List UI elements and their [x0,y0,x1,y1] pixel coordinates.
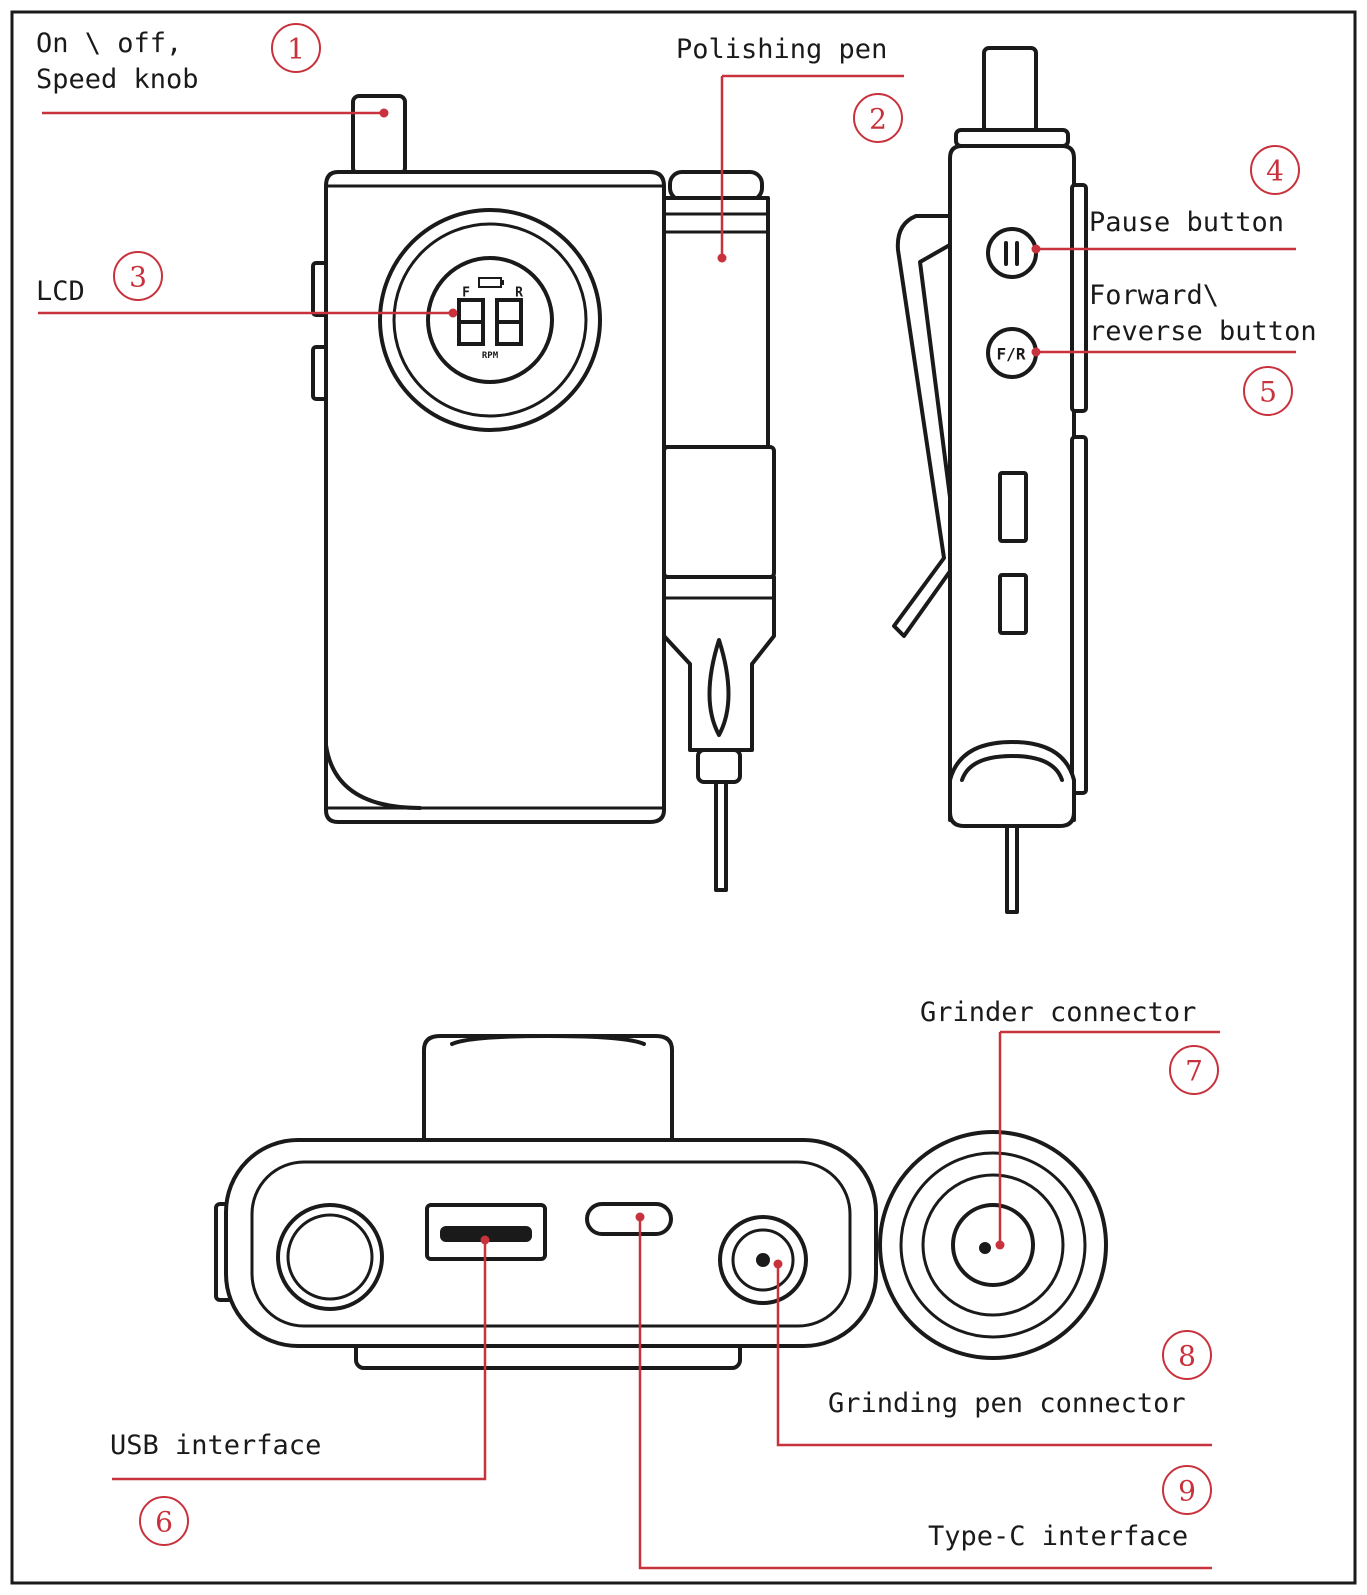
callout-8-number: 8 [1178,1340,1196,1373]
lcd-forward-indicator: F [462,286,470,301]
polishing-pen [662,170,776,892]
pen-nose [662,575,776,752]
callout-9-dot [635,1212,645,1222]
side-bit [1005,824,1019,914]
callout-1-label-line-1: On \ off, [36,28,182,59]
callout-7-label: Grinder connector [920,997,1196,1028]
callout-4-dot [1031,244,1041,254]
callout-3-marker [113,251,163,301]
callout-3-number: 3 [129,261,147,294]
side-knob-collar [954,128,1070,148]
callout-9: 9 Type-C interface [635,1212,1212,1570]
callout-8: 8 Grinding pen connector [773,1259,1212,1447]
lcd-digits [457,298,523,346]
callout-3-label: LCD [36,276,85,307]
vent-upper [998,471,1028,543]
callout-7-marker [1169,1045,1219,1095]
pen-upper-body [662,196,770,449]
grinder-connector-core [951,1203,1035,1287]
callout-2-dot [717,253,727,263]
body-lower-contour [324,743,422,810]
pause-button-icon [986,227,1038,279]
lcd-screen [426,256,554,384]
callout-5-label-line-2: reverse button [1089,316,1317,347]
callout-1-marker [271,23,321,73]
callout-1: On \ off, Speed knob 1 [36,23,389,118]
callout-6-leader [112,1240,487,1481]
pen-collet [696,748,742,784]
speed-knob [351,94,407,176]
callout-5-marker [1243,366,1293,416]
front-view: F R RPM [311,94,666,824]
callout-4: 4 Pause button [1031,145,1300,254]
callout-5-number: 5 [1259,376,1277,409]
pen-window [707,638,731,737]
usb-port-tongue [440,1226,532,1242]
bottom-panel-inner [250,1160,852,1328]
callout-4-marker [1250,145,1300,195]
callout-3-dot [448,308,458,318]
pen-cap [668,170,764,202]
direction-button-text: F/R [997,345,1026,364]
callout-9-number: 9 [1178,1475,1196,1508]
callout-9-leader [638,1217,1212,1570]
callout-8-dot [773,1259,783,1269]
side-foot-contour [960,754,1064,782]
bottom-view [214,1034,1108,1370]
grinding-pen-connector-pin [756,1253,770,1267]
grinder-connector-ring-1 [899,1151,1087,1339]
grinder-connector-pin [979,1242,991,1254]
callout-2: Polishing pen 2 [676,34,904,263]
callout-9-label: Type-C interface [928,1521,1188,1552]
callout-2-number: 2 [869,103,887,136]
callout-6-dot [480,1235,490,1245]
bottom-round-button-inner [286,1213,374,1301]
pen-bit [714,780,728,892]
callout-5-dot [1031,347,1041,357]
callout-1-label-line-2: Speed knob [36,64,199,95]
callout-8-marker [1162,1330,1212,1380]
callout-7: Grinder connector 7 [920,997,1220,1250]
lcd-reverse-indicator: R [515,286,523,301]
callout-6-marker [139,1496,189,1546]
callout-7-number: 7 [1185,1055,1203,1088]
callout-6-label: USB interface [110,1430,321,1461]
side-knob [982,46,1038,134]
lcd-bezel-ring [392,222,588,418]
callout-9-marker [1162,1465,1212,1515]
side-rail-bottom [1070,435,1088,795]
callout-7-dot [995,1240,1005,1250]
clip-housing-top [422,1034,674,1142]
callout-1-dot [379,108,389,118]
vent-lower [998,573,1028,635]
callout-3: LCD 3 [36,251,458,318]
grinder-connector-ring-2 [921,1173,1065,1317]
callout-5: Forward\ reverse button 5 [1031,280,1317,416]
type-c-port [585,1202,673,1236]
callout-6-number: 6 [155,1506,173,1539]
bottom-round-button-outer [276,1203,384,1311]
pen-grip [662,445,776,579]
callout-8-leader [776,1264,1212,1447]
callout-1-number: 1 [287,33,305,66]
callout-2-label: Polishing pen [676,34,887,65]
clip-housing-edge [450,1034,646,1046]
callout-4-label: Pause button [1089,207,1284,238]
side-view: F/R [892,46,1088,914]
side-rail-top [1070,183,1088,413]
callout-5-label-line-1: Forward\ [1089,280,1219,311]
callout-6: USB interface 6 [110,1235,490,1546]
callout-2-marker [853,93,903,143]
diagram-frame [10,10,1357,1585]
callout-8-label: Grinding pen connector [828,1388,1186,1419]
callout-4-number: 4 [1266,155,1284,188]
battery-tip [501,280,504,285]
lcd-rpm-label: RPM [482,351,499,361]
grinding-pen-connector-inner [731,1228,795,1292]
bottom-panel-outer [224,1138,878,1348]
